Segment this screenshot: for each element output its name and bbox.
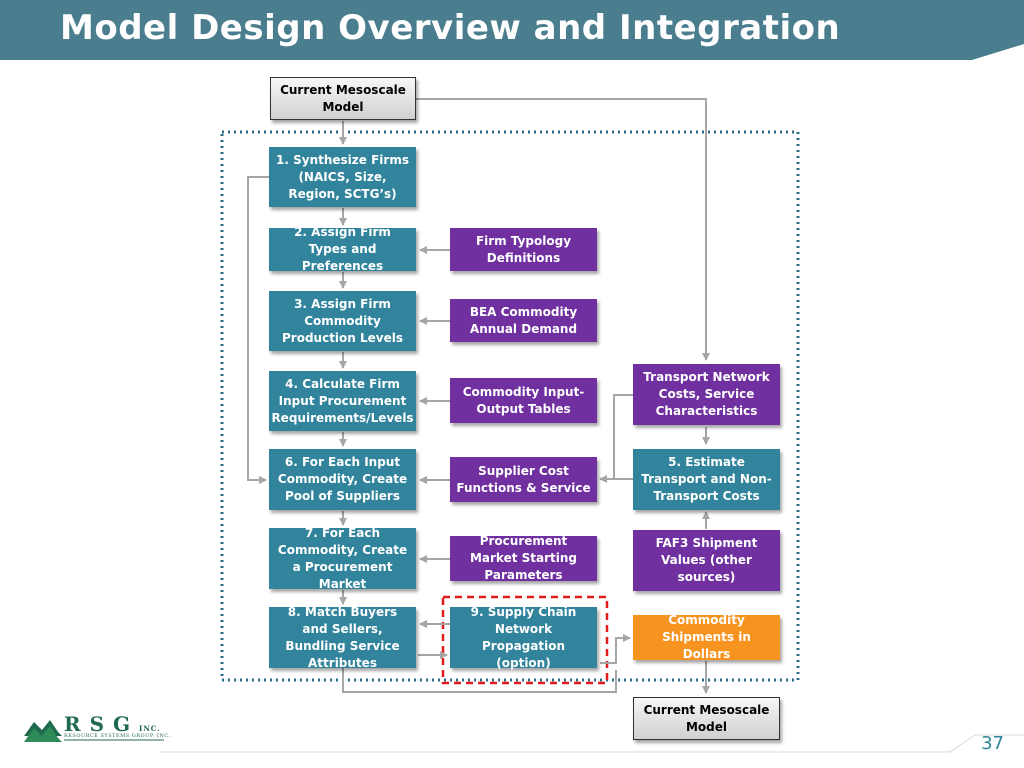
commodity-io-tables: Commodity Input-Output Tables [450, 378, 597, 423]
rsg-logo-icon [24, 720, 164, 742]
bea-commodity-annual-demand: BEA Commodity Annual Demand [450, 299, 597, 342]
current-mesoscale-model-top: Current Mesoscale Model [270, 77, 416, 120]
logo-company-name: RESOURCE SYSTEMS GROUP, INC. [64, 733, 171, 739]
page-title: Model Design Overview and Integration [60, 8, 841, 48]
supplier-cost-functions: Supplier Cost Functions & Service [450, 457, 597, 502]
step-2-assign-firm-types: 2. Assign Firm Types and Preferences [269, 225, 416, 273]
step-7-procurement-market: 7. For Each Commodity, Create a Procurem… [269, 526, 416, 591]
step-5-estimate-costs: 5. Estimate Transport and Non-Transport … [633, 449, 780, 510]
page-number: 37 [981, 733, 1004, 754]
transport-network-costs: Transport Network Costs, Service Charact… [633, 364, 780, 425]
logo-letters: R S G INC. [64, 712, 161, 736]
optional-step-highlight [441, 595, 609, 685]
model-boundary-frame [220, 130, 800, 682]
commodity-shipments-dollars: Commodity Shipments in Dollars [633, 613, 780, 661]
header-bar [0, 0, 1024, 60]
step-6-pool-of-suppliers: 6. For Each Input Commodity, Create Pool… [269, 449, 416, 510]
step-4-calculate-procurement: 4. Calculate Firm Input Procurement Requ… [269, 371, 416, 431]
step-3-assign-production-levels: 3. Assign Firm Commodity Production Leve… [269, 291, 416, 351]
procurement-market-parameters: Procurement Market Starting Parameters [450, 534, 597, 582]
firm-typology-definitions: Firm Typology Definitions [450, 228, 597, 271]
step-9-supply-chain-propagation: 9. Supply Chain Network Propagation (opt… [450, 605, 597, 670]
step-1-synthesize-firms: 1. Synthesize Firms (NAICS, Size, Region… [269, 147, 416, 207]
step-8-match-buyers-sellers: 8. Match Buyers and Sellers, Bundling Se… [269, 605, 416, 670]
faf3-shipment-values: FAF3 Shipment Values (other sources) [633, 530, 780, 591]
current-mesoscale-model-bottom: Current Mesoscale Model [633, 697, 780, 740]
